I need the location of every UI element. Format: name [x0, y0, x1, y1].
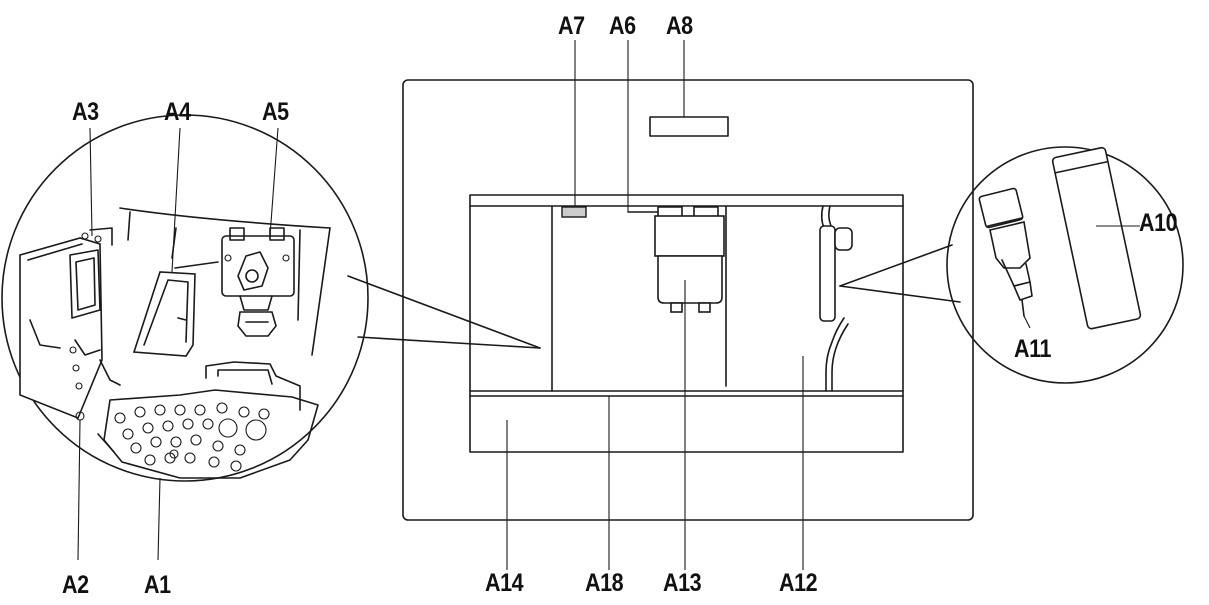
leader-a3: [89, 127, 93, 237]
indicator-lamp: [561, 206, 587, 218]
leader-a4: [171, 127, 181, 273]
label-a12: A12: [779, 569, 818, 597]
leader-a2: [77, 419, 81, 561]
leader-a1: [157, 477, 161, 561]
right-detail-circle: [839, 146, 1184, 384]
label-a18: A18: [585, 569, 624, 597]
label-a13: A13: [663, 569, 702, 597]
coffee-outlet: [654, 215, 725, 313]
display-window: [649, 116, 729, 137]
label-a4: A4: [164, 98, 191, 126]
label-a10: A10: [1139, 209, 1178, 237]
nozzle-tip: [978, 187, 1033, 317]
milk-nozzle: [819, 205, 853, 392]
appliance-front-panel: [402, 79, 974, 521]
label-a11: A11: [1014, 335, 1051, 363]
leader-a11: [1023, 315, 1031, 329]
label-a6: A6: [609, 12, 636, 40]
left-detail-circle: [1, 114, 541, 561]
drip-grid-holes: [114, 402, 270, 472]
label-a8: A8: [666, 12, 693, 40]
leader-a5: [269, 127, 279, 237]
label-a14: A14: [485, 569, 524, 597]
label-a5: A5: [262, 98, 289, 126]
label-a3: A3: [72, 98, 99, 126]
brewing-cavity: [469, 194, 904, 453]
label-a1: A1: [144, 571, 171, 599]
label-a7: A7: [558, 12, 585, 40]
label-a2: A2: [62, 571, 89, 599]
